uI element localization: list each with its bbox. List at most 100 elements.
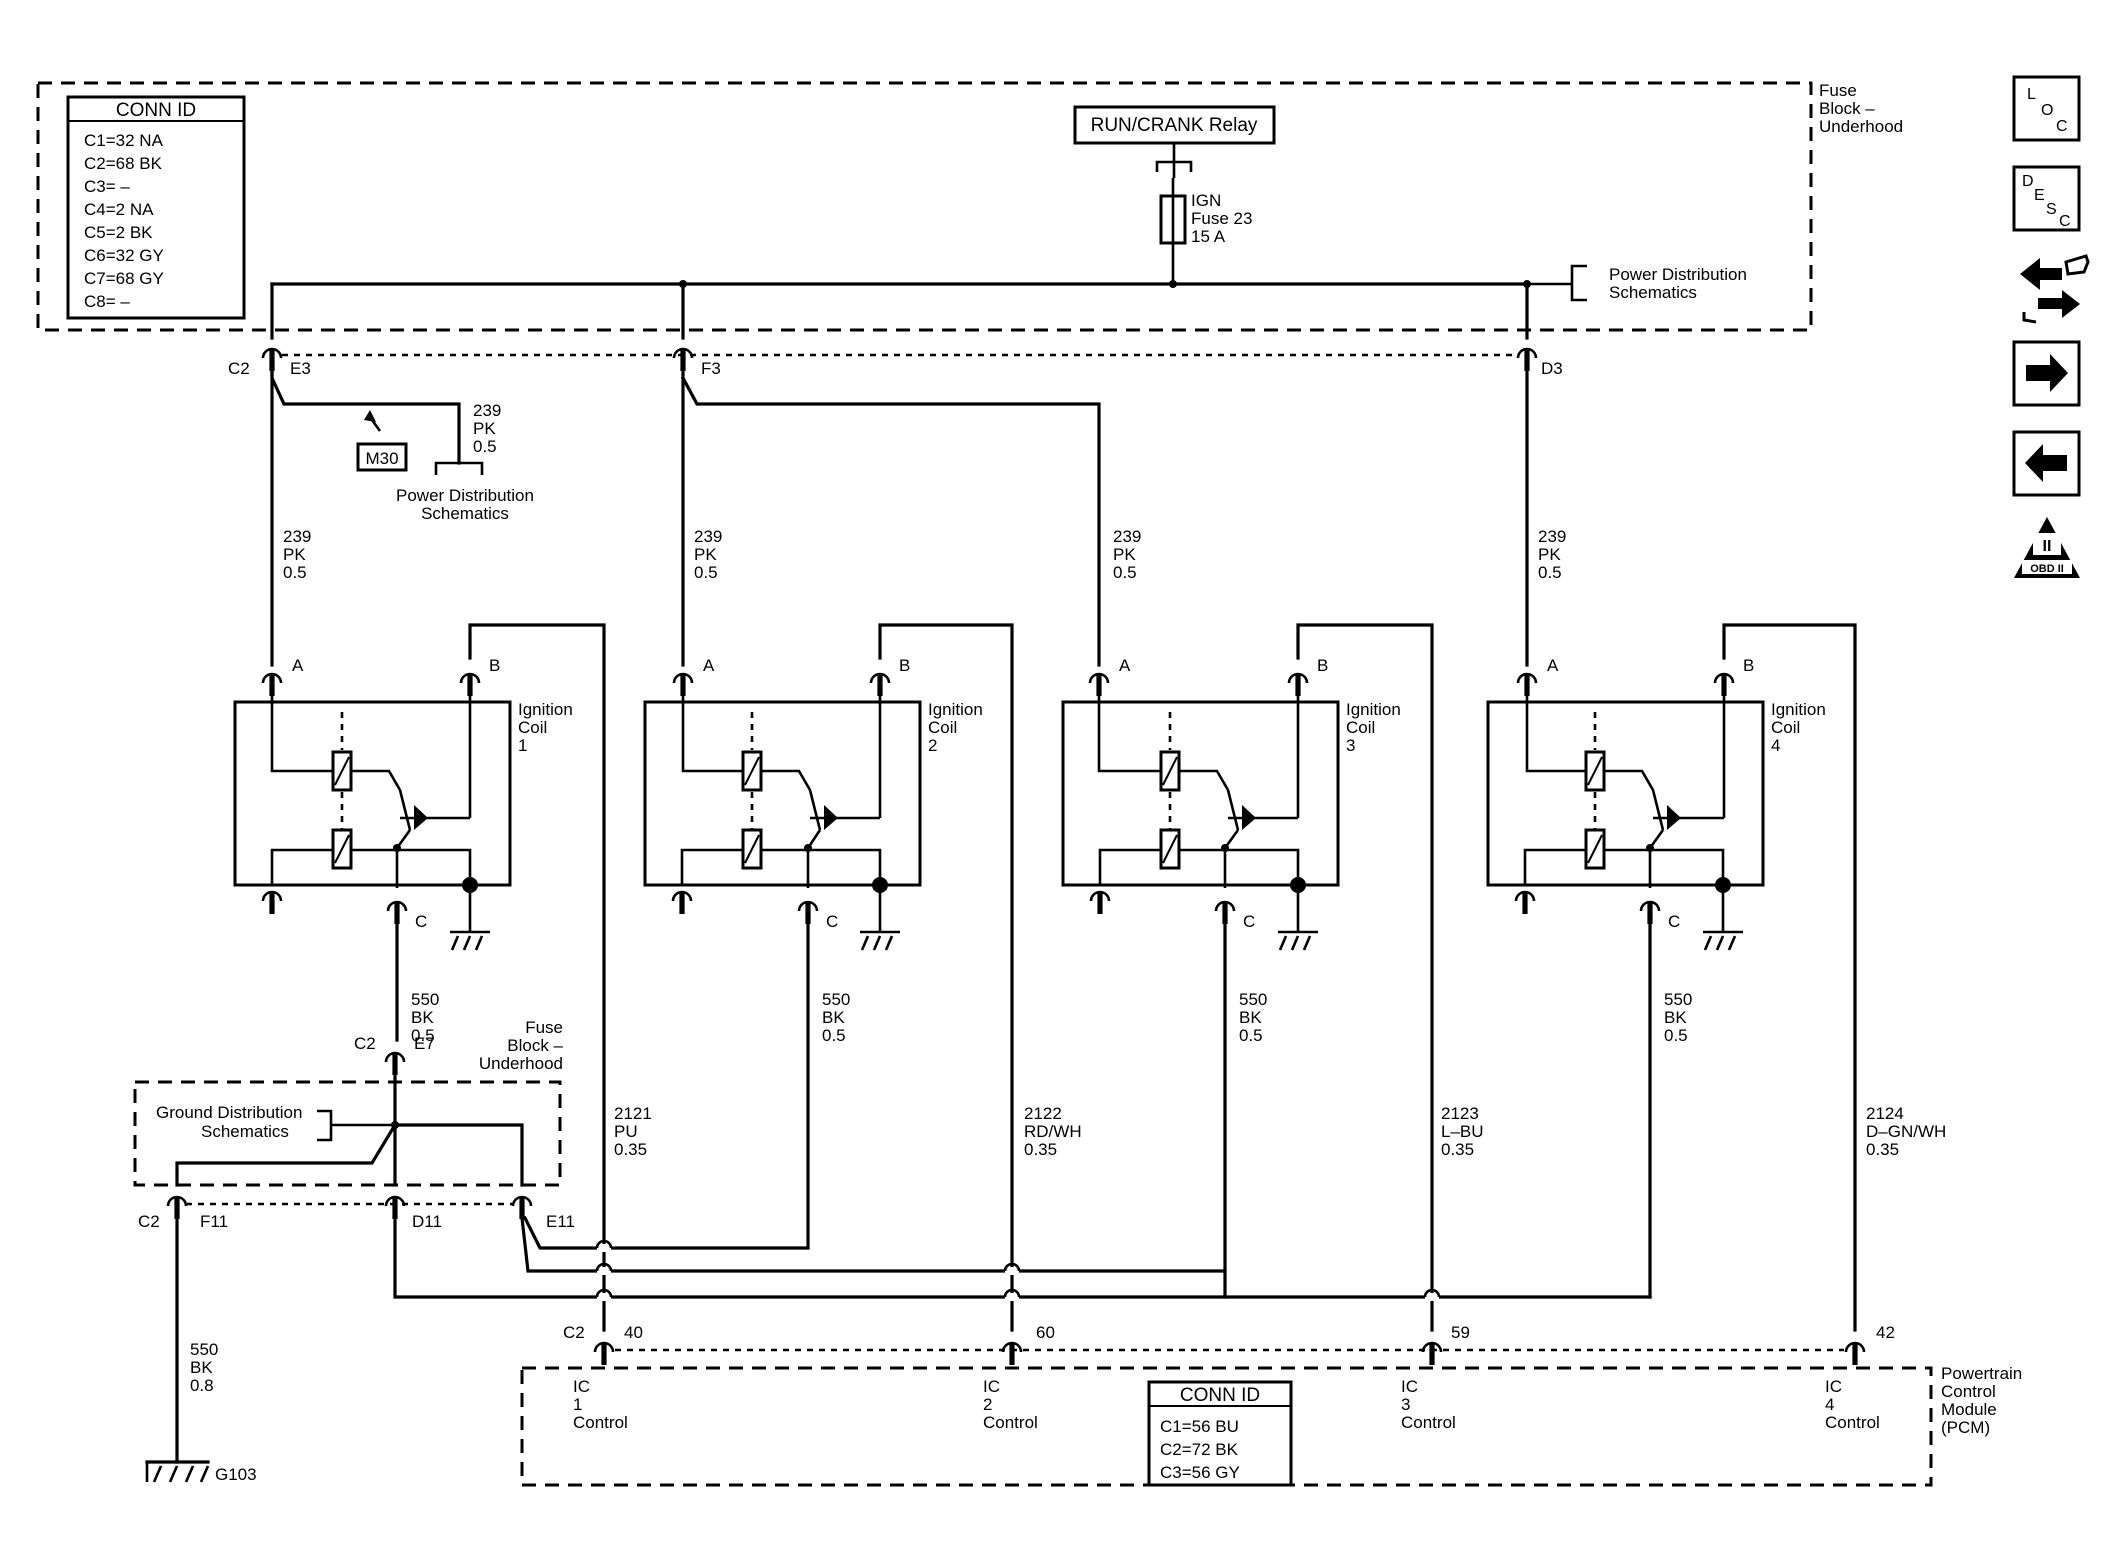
pin-a-connector [1088,672,1110,698]
coil-feed-wires: 239 PK 0.5 239 PK 0.5 239 PK 0.5 239 PK … [270,370,1566,667]
loc-icon-letter: L [2027,86,2036,103]
connector-swap-icon[interactable] [2020,254,2090,324]
pin-b-connector [1713,672,1735,698]
pin-d3: D3 [1541,359,1563,378]
transistor [808,789,822,831]
pin-c-label: C [1668,912,1680,931]
wire-2122-label: 2122 [1024,1104,1062,1123]
pcm-label-3: Module [1941,1400,1997,1419]
lower-top-connector: C2 [354,1034,376,1053]
splice-pd-label-1: Power Distribution [396,486,534,505]
pcm-conn-id-row: C1=56 BU [1160,1417,1239,1436]
obd-ii-icon[interactable]: II OBD II [2014,517,2080,578]
arrow-left-icon[interactable] [2012,430,2081,497]
coil-title: 4 [1771,736,1780,755]
pcm-label-4: (PCM) [1941,1418,1990,1437]
wire-550-label: BK [411,1008,434,1027]
wire-2123-label: L–BU [1441,1122,1484,1141]
power-dist-label-2: Schematics [1609,283,1697,302]
wire-239-label: 239 [473,401,501,420]
pcm-conn-id-row: C2=72 BK [1160,1440,1239,1459]
wire-2122-label: RD/WH [1024,1122,1082,1141]
pin-a-connector [1516,672,1538,698]
arrow-right-icon[interactable] [2012,340,2081,407]
conn-id-row: C5=2 BK [84,223,153,242]
nav-icons: L O C D E S C II O [2012,75,2090,578]
ic4-label: IC [1825,1377,1842,1396]
loc-icon[interactable]: L O C [2012,75,2081,142]
ground-symbol [860,930,900,951]
wire-2124-label: 2124 [1866,1104,1904,1123]
ic1-label: 1 [573,1395,582,1414]
conn-id-row: C3= – [84,177,130,196]
pin-f11: F11 [200,1212,228,1231]
wire-2123-label: 0.35 [1441,1140,1474,1159]
fuse-label-1: IGN [1191,191,1221,210]
wire-239-label: 239 [283,527,311,546]
transistor [1651,789,1665,831]
control-wire-4 [1722,623,1857,1332]
coil2-ground-wire [522,918,810,1250]
fuse-block-label-3: Underhood [1819,117,1903,136]
fuse-block-conn-id-table: CONN ID C1=32 NA C2=68 BK C3= – C4=2 NA … [66,95,246,320]
fuse-block-c2-connector: C2 E3 F3 D3 [228,347,1563,378]
coil-title: Coil [1771,718,1800,737]
pin-a-connector [672,672,694,698]
ground-wire-label: 550 [190,1340,218,1359]
control-wire-3 [1296,623,1434,1332]
pin-b-connector [1287,672,1309,698]
pin-e7: E7 [414,1034,435,1053]
pin-b-label: B [1317,656,1328,675]
wire-550-label: 550 [411,990,439,1009]
pcm-conn-id-title: CONN ID [1180,1385,1260,1406]
pin-a-label: A [703,656,715,675]
pin-e3: E3 [290,359,311,378]
pcm-pin-59: 59 [1451,1323,1470,1342]
wire-239-label: 239 [1538,527,1566,546]
wire-239-label: 0.5 [1538,563,1562,582]
ic2-label: 2 [983,1395,992,1414]
desc-icon-letter: D [2022,173,2034,190]
coil-title: Ignition [518,700,573,719]
ic4-label: 4 [1825,1395,1834,1414]
ground-symbol [1278,930,1318,951]
coil-title: 2 [928,736,937,755]
coil-body [643,700,922,887]
pin-b-label: B [899,656,910,675]
ic3-label: IC [1401,1377,1418,1396]
pcm-pin-60: 60 [1036,1323,1055,1342]
pin-c-label: C [415,912,427,931]
obd-ii-text: OBD II [2030,563,2064,575]
control-wire-1 [468,623,606,1332]
coil-body [233,700,512,887]
coil-title: 1 [518,736,527,755]
desc-icon[interactable]: D E S C [2012,165,2081,232]
lower-fuse-label-2: Block – [507,1036,563,1055]
m30-label: M30 [365,449,398,468]
ground-wire-label: 0.8 [190,1376,214,1395]
lower-fuse-block: Fuse Block – Underhood C2 E7 Ground Dist… [133,1018,575,1484]
ground-symbol-g103 [145,1460,210,1483]
lower-fuse-label-1: Fuse [525,1018,563,1037]
transistor [1226,789,1240,831]
e11-rail [520,1216,1227,1273]
connector-label: C2 [228,359,250,378]
wire-550-label: 0.5 [1664,1026,1688,1045]
wire-550-label: BK [1664,1008,1687,1027]
conn-id-title: CONN ID [116,100,196,121]
pin-a-label: A [1547,656,1559,675]
coil-title: Ignition [928,700,983,719]
pin-c-label: C [826,912,838,931]
wire-2124-label: 0.35 [1866,1140,1899,1159]
desc-icon-letter: C [2059,213,2071,230]
pcm-connector: C2 [563,1323,585,1342]
loc-icon-letter: O [2041,102,2053,119]
conn-id-row: C4=2 NA [84,200,154,219]
pin-b-label: B [1743,656,1754,675]
wire-239-label: PK [283,545,306,564]
wire-550-label: 0.5 [1239,1026,1263,1045]
pin-b-connector [869,672,891,698]
control-wire-2 [878,623,1014,1332]
